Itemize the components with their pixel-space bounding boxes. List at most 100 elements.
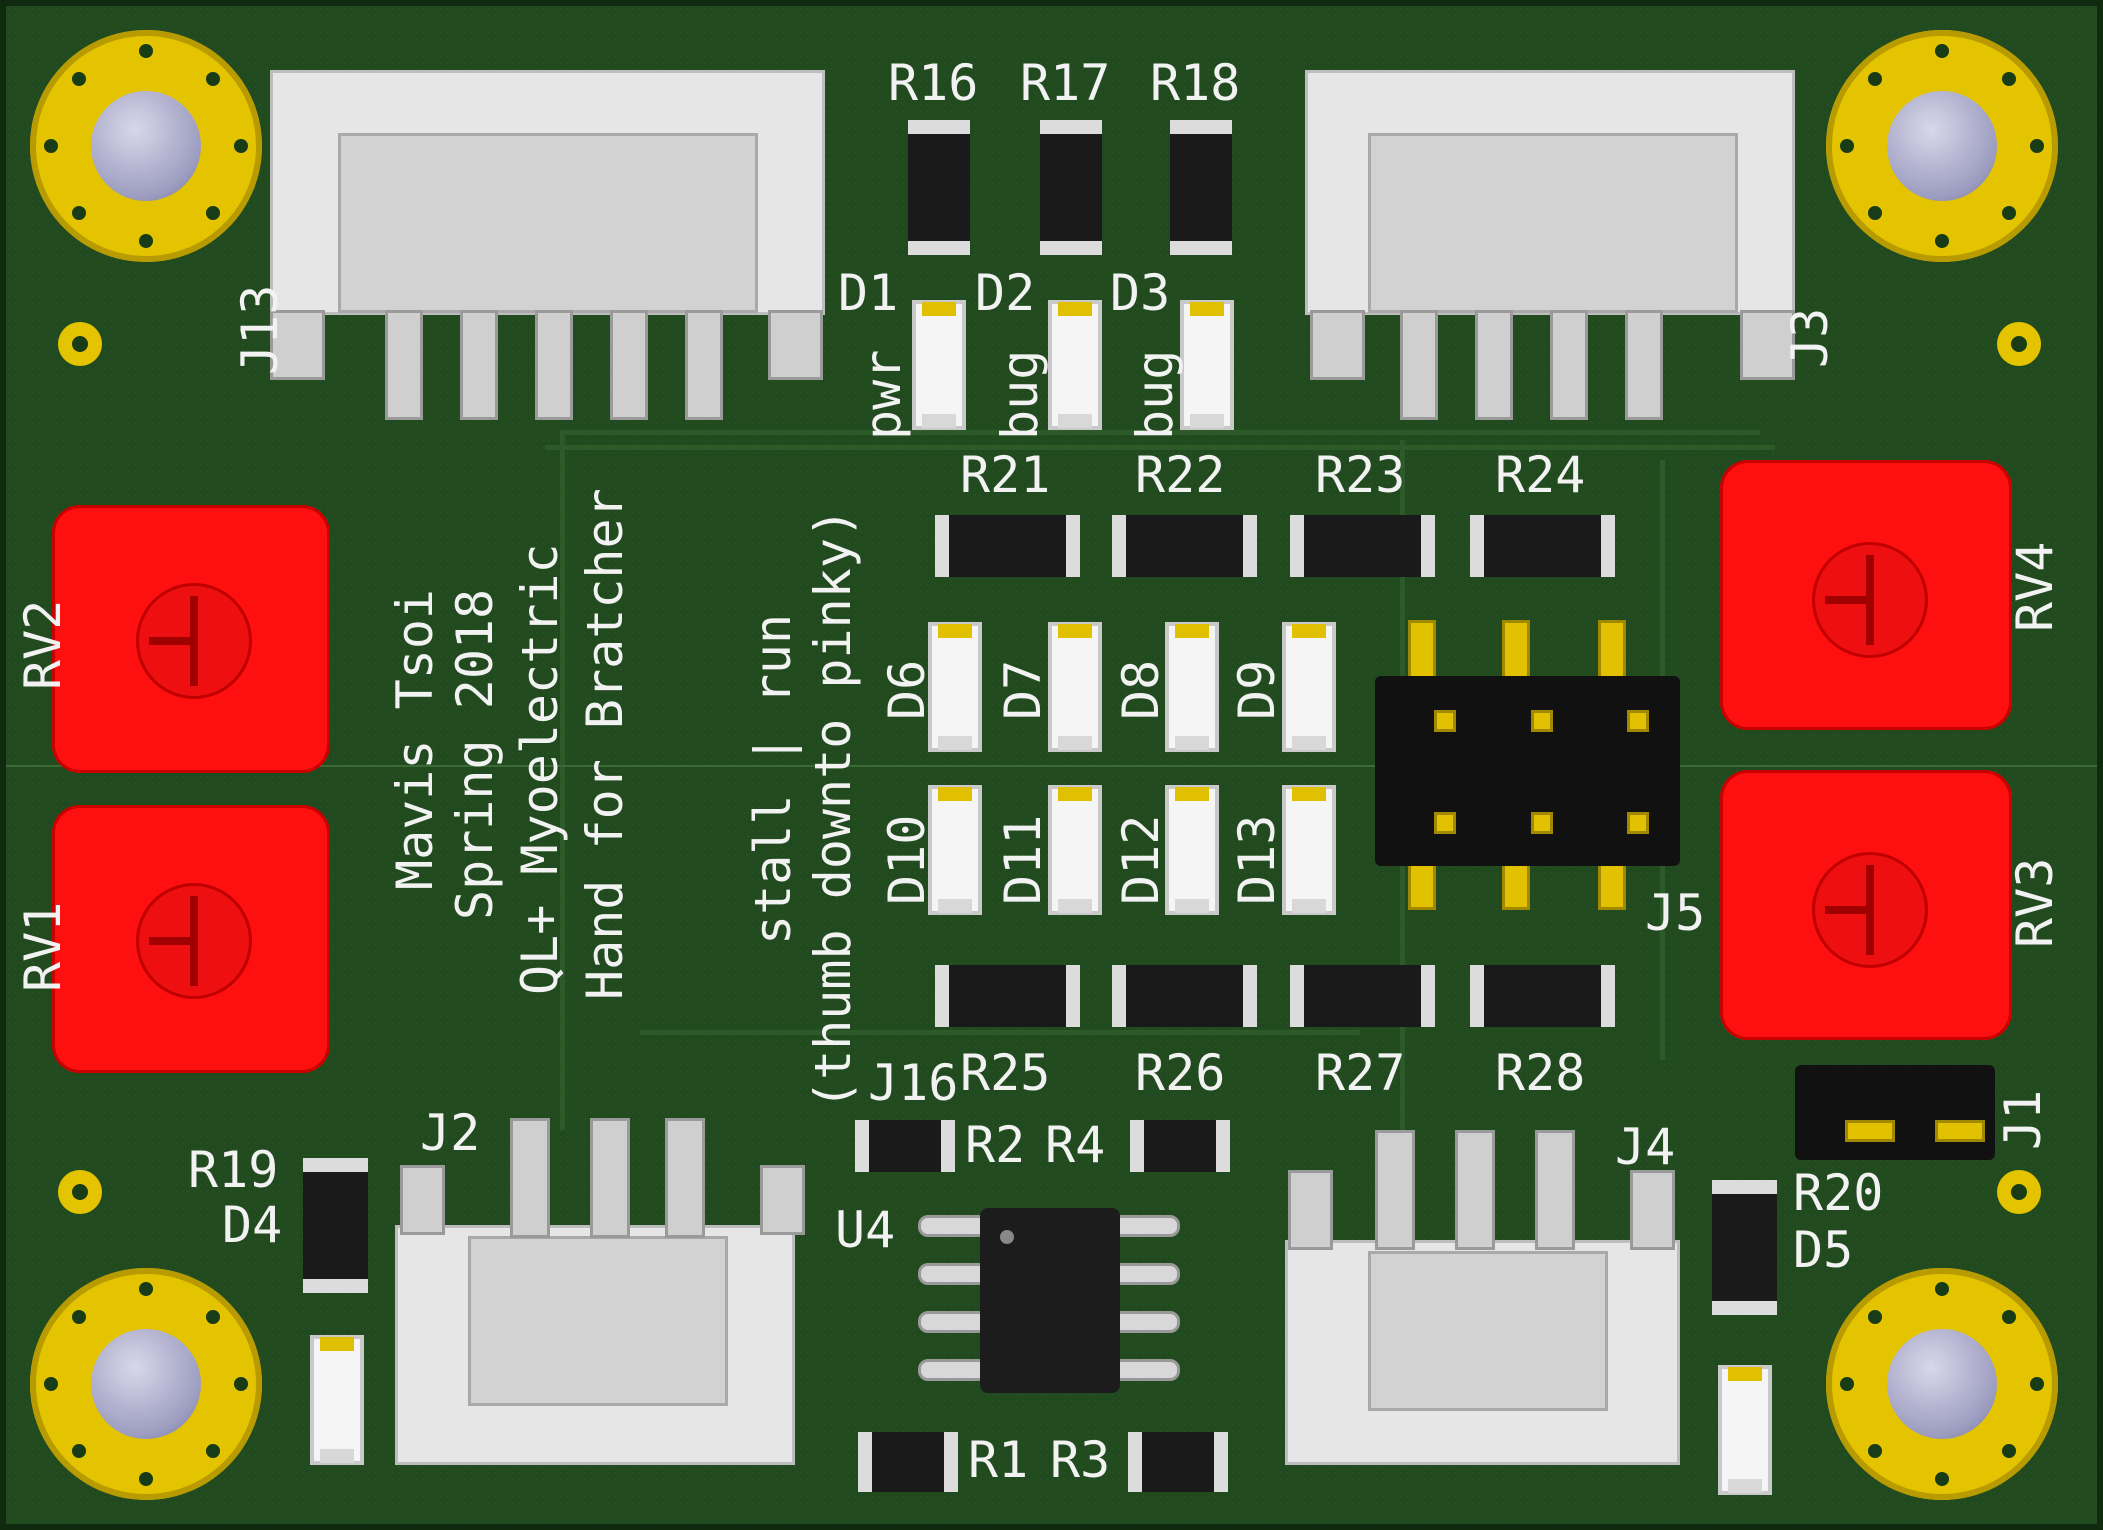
led-d1 bbox=[912, 300, 966, 430]
connector-pin bbox=[685, 310, 723, 420]
led-d8 bbox=[1165, 622, 1219, 752]
refdes-r18: R18 bbox=[1150, 54, 1241, 112]
connector-j3 bbox=[1305, 70, 1795, 315]
led-d5 bbox=[1718, 1365, 1772, 1495]
led-d11 bbox=[1048, 785, 1102, 915]
trace bbox=[0, 765, 2103, 767]
refdes-d3: D3 bbox=[1110, 264, 1171, 322]
header-pad bbox=[1434, 812, 1456, 834]
refdes-d8: D8 bbox=[1112, 659, 1170, 720]
connector-tab bbox=[400, 1165, 445, 1235]
resistor-r17 bbox=[1040, 120, 1102, 255]
refdes-d7: D7 bbox=[994, 659, 1052, 720]
mounting-hole bbox=[1826, 1268, 2058, 1500]
resistor-r20 bbox=[1712, 1180, 1777, 1315]
refdes-r22: R22 bbox=[1135, 446, 1226, 504]
resistor-r1 bbox=[858, 1432, 958, 1492]
header-j1 bbox=[1795, 1065, 1995, 1160]
refdes-r3: R3 bbox=[1050, 1431, 1111, 1489]
led-d4 bbox=[310, 1335, 364, 1465]
led-d7 bbox=[1048, 622, 1102, 752]
connector-pin bbox=[460, 310, 498, 420]
connector-tab bbox=[1288, 1170, 1333, 1250]
resistor-r19 bbox=[303, 1158, 368, 1293]
trace bbox=[545, 445, 1775, 450]
resistor-r26 bbox=[1112, 965, 1257, 1027]
refdes-r23: R23 bbox=[1315, 446, 1406, 504]
ic-pin bbox=[1110, 1215, 1180, 1237]
potentiometer-rv2 bbox=[52, 505, 330, 773]
resistor-r27 bbox=[1290, 965, 1435, 1027]
refdes-rv2: RV2 bbox=[14, 599, 72, 690]
refdes-d9: D9 bbox=[1228, 659, 1286, 720]
refdes-j4: J4 bbox=[1615, 1118, 1676, 1176]
ic-pin bbox=[1110, 1311, 1180, 1333]
connector-tab bbox=[760, 1165, 805, 1235]
connector-tab bbox=[1740, 310, 1795, 380]
header-pad bbox=[1531, 812, 1553, 834]
ic-pin bbox=[918, 1311, 988, 1333]
refdes-r28: R28 bbox=[1495, 1044, 1586, 1102]
silk-bug-label: bug bbox=[991, 349, 1049, 440]
refdes-d2: D2 bbox=[975, 264, 1036, 322]
silk-info-line: QL+ Myoelectric bbox=[511, 543, 569, 995]
mounting-hole bbox=[30, 30, 262, 262]
mounting-hole bbox=[30, 1268, 262, 1500]
refdes-r27: R27 bbox=[1315, 1044, 1406, 1102]
connector-j2 bbox=[395, 1225, 795, 1465]
connector-pin bbox=[1375, 1130, 1415, 1250]
via-pad bbox=[1997, 1170, 2041, 1214]
resistor-r23 bbox=[1290, 515, 1435, 577]
potentiometer-rv4 bbox=[1720, 460, 2012, 730]
refdes-d5: D5 bbox=[1793, 1221, 1854, 1279]
refdes-rv4: RV4 bbox=[2006, 541, 2064, 632]
silk-info-line: Mavis Tsoi bbox=[386, 588, 444, 890]
connector-pin bbox=[1550, 310, 1588, 420]
connector-pin bbox=[1535, 1130, 1575, 1250]
connector-pin bbox=[1625, 310, 1663, 420]
ic-pin bbox=[918, 1263, 988, 1285]
ic-u4 bbox=[980, 1208, 1120, 1393]
resistor-r22 bbox=[1112, 515, 1257, 577]
resistor-r24 bbox=[1470, 515, 1615, 577]
connector-tab bbox=[1630, 1170, 1675, 1250]
connector-pin bbox=[1400, 310, 1438, 420]
refdes-d10: D10 bbox=[878, 814, 936, 905]
refdes-j3: J3 bbox=[1781, 307, 1839, 368]
refdes-j16: J16 bbox=[868, 1054, 959, 1112]
mounting-hole bbox=[1826, 30, 2058, 262]
connector-tab bbox=[1310, 310, 1365, 380]
led-d10 bbox=[928, 785, 982, 915]
ic-pin bbox=[1110, 1263, 1180, 1285]
header-pad bbox=[1627, 812, 1649, 834]
resistor-r4 bbox=[1130, 1120, 1230, 1172]
refdes-r17: R17 bbox=[1020, 54, 1111, 112]
silk-mode-line: stall | run bbox=[744, 613, 802, 945]
refdes-j13: J13 bbox=[231, 284, 289, 375]
trace bbox=[560, 430, 565, 1130]
connector-j13 bbox=[270, 70, 825, 315]
resistor-r28 bbox=[1470, 965, 1615, 1027]
refdes-j5: J5 bbox=[1645, 884, 1706, 942]
connector-pin bbox=[385, 310, 423, 420]
refdes-r1: R1 bbox=[968, 1431, 1029, 1489]
connector-pin bbox=[610, 310, 648, 420]
refdes-rv1: RV1 bbox=[14, 901, 72, 992]
refdes-d4: D4 bbox=[222, 1196, 283, 1254]
refdes-j2: J2 bbox=[420, 1104, 481, 1162]
ic-pin bbox=[918, 1359, 988, 1381]
led-d3 bbox=[1180, 300, 1234, 430]
refdes-r20: R20 bbox=[1793, 1164, 1884, 1222]
header-pad bbox=[1434, 710, 1456, 732]
header-j5 bbox=[1375, 676, 1680, 866]
refdes-r19: R19 bbox=[188, 1141, 279, 1199]
ic-pin bbox=[918, 1215, 988, 1237]
refdes-r16: R16 bbox=[888, 54, 979, 112]
connector-tab bbox=[270, 310, 325, 380]
connector-pin bbox=[665, 1118, 705, 1238]
resistor-r16 bbox=[908, 120, 970, 255]
led-d6 bbox=[928, 622, 982, 752]
connector-pin bbox=[1475, 310, 1513, 420]
connector-j4 bbox=[1285, 1240, 1680, 1465]
